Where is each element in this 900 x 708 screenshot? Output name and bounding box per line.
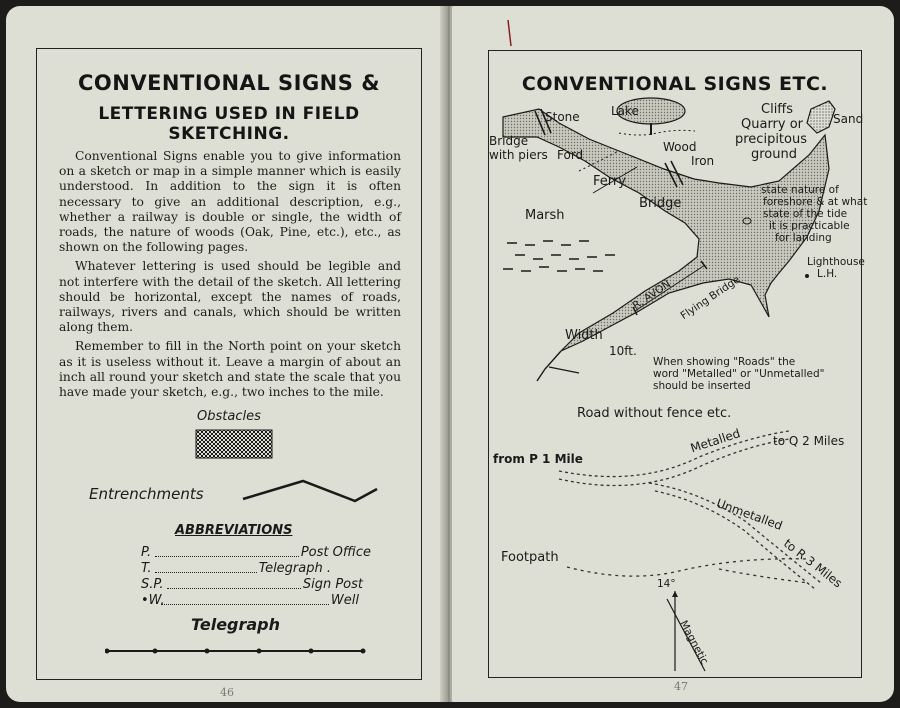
label-lighthouse: Lighthouse [807,256,865,268]
abbreviation-value: Telegraph . [256,561,331,576]
label-width: Width [565,328,603,343]
leader-dots [155,556,371,557]
label-to-q: to Q 2 Miles [773,434,845,448]
abbreviation-value: Well [328,593,359,608]
label-precipitous: precipitous [735,132,807,147]
label-bridge-piers: Bridge [489,134,529,148]
label-with-piers: with piers [489,148,548,162]
telegraph-line-symbol [105,648,366,654]
label-quarry: Quarry or [741,117,804,132]
left-page-number: 46 [220,686,234,699]
sand-area [806,100,836,134]
pencil-mark [507,19,512,47]
right-title: CONVENTIONAL SIGNS ETC. [521,73,829,95]
label-lake: Lake [611,104,639,118]
paragraph-1: Conventional Signs enable you to give in… [59,149,401,255]
right-page: CONVENTIONAL SIGNS ETC. [452,6,894,702]
right-page-number: 47 [674,680,688,693]
leader-dots [167,588,363,589]
abbreviation-value: Sign Post [300,577,363,592]
marsh-symbols [503,240,615,272]
intro-text: Conventional Signs enable you to give in… [59,149,401,404]
abbreviation-key: T. [141,561,152,576]
left-page-frame: CONVENTIONAL SIGNS & LETTERING USED IN F… [36,48,422,680]
label-road-without-fence: Road without fence etc. [577,406,732,421]
abbreviations-heading: ABBREVIATIONS [175,523,293,538]
obstacles-symbol [195,429,273,459]
label-wood: Wood [663,140,697,154]
label-marsh: Marsh [525,208,565,223]
abbreviation-value: Post Office [298,545,371,560]
label-ferry: Ferry [593,174,626,189]
label-10ft: 10ft. [609,344,637,358]
telegraph-label: Telegraph [191,615,281,634]
left-title-line1: CONVENTIONAL SIGNS & [77,71,381,95]
entrenchments-symbol [242,479,378,503]
left-page: CONVENTIONAL SIGNS & LETTERING USED IN F… [6,6,446,702]
left-title-line2: LETTERING USED IN FIELD SKETCHING. [98,104,360,144]
sketch-map [502,97,836,672]
abbreviation-key: P. [141,545,152,560]
label-from-p: from P 1 Mile [493,452,583,466]
roads-note-2: word "Metalled" or "Unmetalled" [653,368,825,380]
label-foreshore-3: state of the tide [763,208,848,220]
label-foreshore-2: foreshore & at what [763,196,868,208]
label-lh: L.H. [817,268,838,280]
label-declination: 14° [657,578,676,590]
right-page-frame: CONVENTIONAL SIGNS ETC. [488,50,867,678]
roads-note-1: When showing "Roads" the [653,356,796,368]
label-ford: Ford [557,148,584,162]
label-iron: Iron [691,154,715,168]
entrenchments-label: Entrenchments [89,485,204,503]
label-sand: Sand [833,112,864,126]
abbreviation-key: •W. [141,593,165,608]
paragraph-2: Whatever lettering is used should be leg… [59,259,401,335]
label-foreshore-5: for landing [775,232,832,244]
label-ground: ground [751,147,797,162]
label-cliffs: Cliffs [761,102,794,117]
label-foreshore-1: state nature of [761,184,839,196]
leader-dots [155,572,331,573]
river-avon [502,108,830,352]
label-bridge: Bridge [639,196,682,211]
roads-note-3: should be inserted [653,380,751,392]
paragraph-3: Remember to fill in the North point on y… [59,339,401,400]
label-foreshore-4: it is practicable [769,220,850,232]
leader-dots [161,604,359,605]
label-footpath: Footpath [501,550,559,565]
label-stone: Stone [545,110,580,124]
obstacles-label: Obstacles [197,409,261,424]
abbreviation-key: S.P. [141,577,164,592]
